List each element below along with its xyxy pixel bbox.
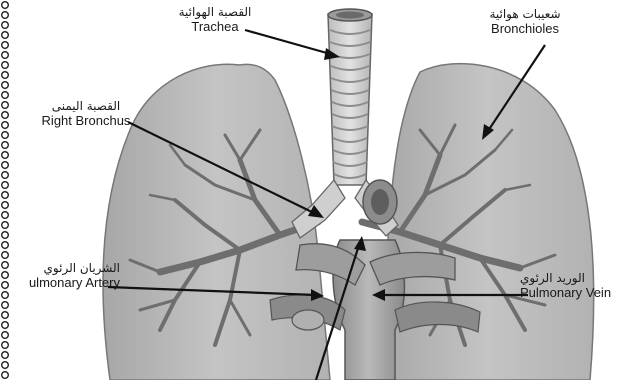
bronchioles-label-arabic: شعيبات هوائية	[470, 8, 580, 22]
trachea-label-english: Trachea	[160, 20, 270, 35]
right-bronchus-label-english: Right Bronchus	[26, 114, 146, 129]
right-bronchus-label: القصبة اليمنى Right Bronchus	[26, 100, 146, 129]
right-bronchus-label-arabic: القصبة اليمنى	[26, 100, 146, 114]
bronchioles-label-english: Bronchioles	[470, 22, 580, 37]
pulmonary-vein-label-arabic: الوريد الرئوي	[520, 272, 625, 286]
pulmonary-artery-label-english: ulmonary Artery	[0, 276, 120, 291]
pulmonary-vein-label: الوريد الرئوي Pulmonary Vein	[520, 272, 625, 301]
trachea-label-arabic: القصبة الهوائية	[160, 6, 270, 20]
trachea-label: القصبة الهوائية Trachea	[160, 6, 270, 35]
pulmonary-artery-label: الشريان الرئوي ulmonary Artery	[0, 262, 120, 291]
pulmonary-artery-label-arabic: الشريان الرئوي	[0, 262, 120, 276]
left-border-decoration	[0, 0, 11, 380]
pulmonary-vein-label-english: Pulmonary Vein	[520, 286, 625, 301]
bronchioles-label: شعيبات هوائية Bronchioles	[470, 8, 580, 37]
left-lung	[380, 64, 594, 380]
